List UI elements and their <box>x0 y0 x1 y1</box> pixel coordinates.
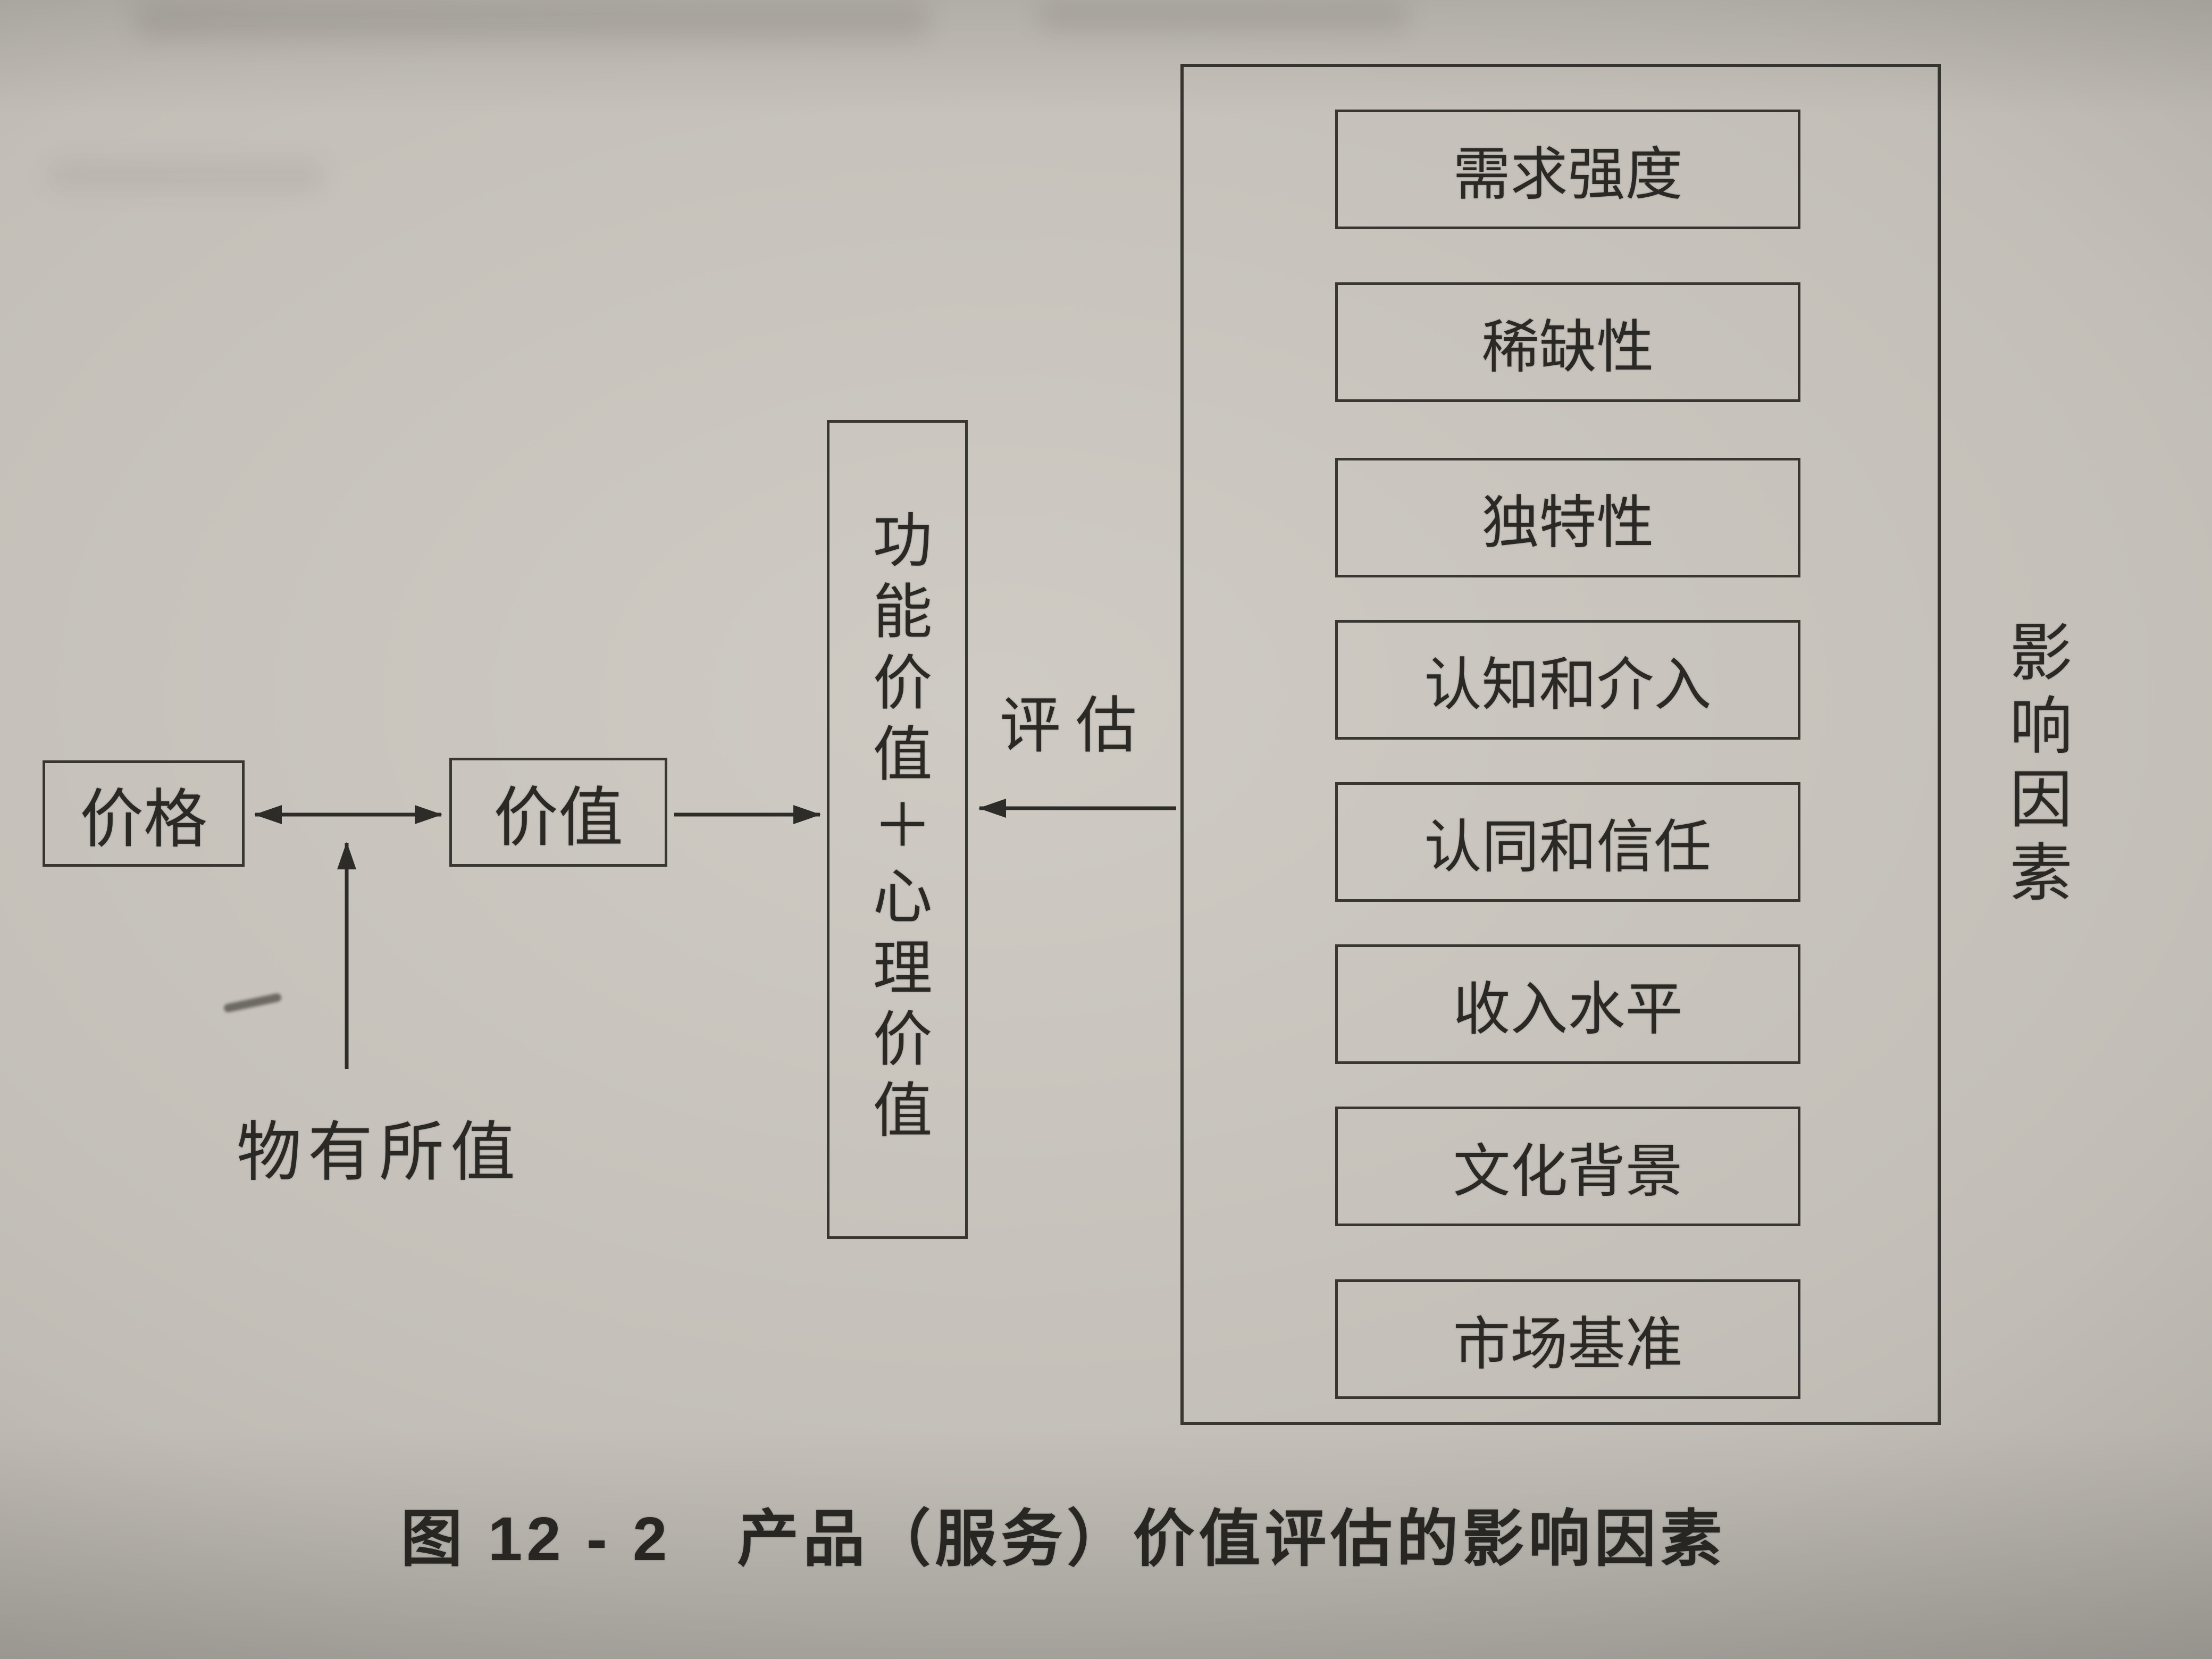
factor-label: 认同和信任 <box>1424 814 1712 879</box>
factor-box: 需求强度 <box>1335 110 1800 229</box>
factor-label: 需求强度 <box>1453 141 1683 206</box>
factor-label: 认知和介入 <box>1424 652 1712 717</box>
factor-box: 文化背景 <box>1335 1107 1800 1226</box>
combined-value-label: 功能价值＋心理价值 <box>864 509 931 1150</box>
factor-box: 市场基准 <box>1335 1279 1800 1399</box>
factor-label: 文化背景 <box>1453 1138 1683 1203</box>
influencing-factors-container: 需求强度 稀缺性 独特性 认知和介入 认同和信任 收入水平 文化背景 市场基准 <box>1180 64 1941 1425</box>
factor-label: 市场基准 <box>1453 1311 1683 1376</box>
price-box: 价格 <box>43 760 245 867</box>
factor-label: 收入水平 <box>1453 976 1683 1041</box>
factor-box: 稀缺性 <box>1335 282 1800 402</box>
figure-caption: 图 12 - 2 产品（服务）价值评估的影响因素 <box>400 1504 1727 1573</box>
factor-box: 认同和信任 <box>1335 782 1800 902</box>
factor-box: 认知和介入 <box>1335 620 1800 740</box>
value-for-money-label: 物有所值 <box>237 1116 522 1188</box>
value-box-label: 价值 <box>493 782 623 854</box>
evaluation-label: 评估 <box>1000 692 1152 760</box>
factor-box: 收入水平 <box>1335 944 1800 1064</box>
influencing-factors-label: 影响因素 <box>2000 619 2070 913</box>
factor-label: 稀缺性 <box>1481 314 1654 379</box>
factor-label: 独特性 <box>1481 490 1654 555</box>
page-bleedthrough-smudge <box>1037 0 1409 32</box>
combined-value-box: 功能价值＋心理价值 <box>827 420 968 1239</box>
page-bleedthrough-smudge <box>48 160 324 191</box>
value-box: 价值 <box>449 758 667 867</box>
factor-box: 独特性 <box>1335 458 1800 577</box>
price-box-label: 价格 <box>80 784 207 855</box>
page-bleedthrough-smudge <box>133 0 931 40</box>
